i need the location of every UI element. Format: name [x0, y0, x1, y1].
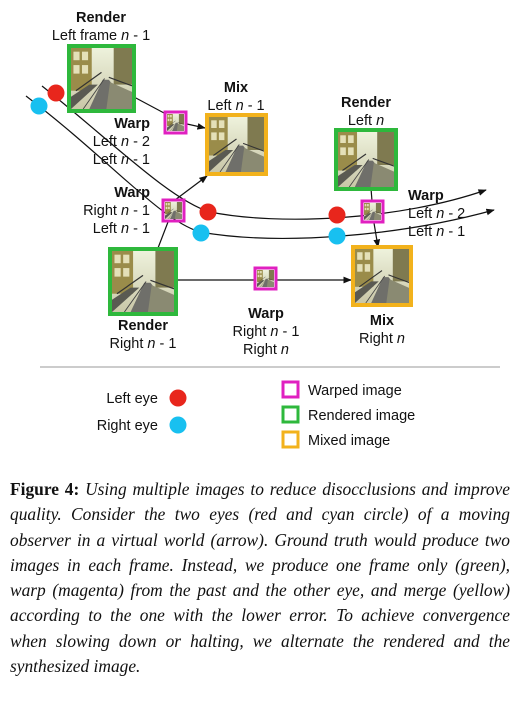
- mix-left-prev-label: Left n - 1: [207, 98, 264, 114]
- legend-right-eye-marker: [169, 416, 187, 434]
- warped-image-a: [163, 110, 188, 135]
- warp-c-label-2: Left n - 1: [408, 224, 465, 240]
- render-left-prev-title: Render: [76, 10, 126, 26]
- arrow-warp-a-to-mix: [186, 123, 206, 130]
- caption-label: Figure 4:: [10, 479, 80, 499]
- warped-image-d: [253, 266, 278, 291]
- warp-b-title: Warp: [114, 185, 150, 201]
- left-eye-marker-start: [47, 84, 65, 102]
- arrow-render-right-to-warp-b: [157, 221, 169, 249]
- right-eye-marker-end: [328, 227, 346, 245]
- caption-text: Using multiple images to reduce disocclu…: [10, 479, 510, 677]
- rendered-image-left-prev: [67, 44, 136, 113]
- render-right-prev-label: Right n - 1: [110, 336, 177, 352]
- warp-c-title: Warp: [408, 188, 444, 204]
- warp-d-label-1: Right n - 1: [233, 324, 300, 340]
- legend-rendered-label: Rendered image: [308, 408, 415, 424]
- rendered-image-left-cur: [334, 128, 398, 191]
- render-left-cur-label: Left n: [348, 113, 384, 129]
- legend-left-eye-label: Left eye: [106, 391, 158, 407]
- warp-c-label-1: Left n - 2: [408, 206, 465, 222]
- warp-d-label-2: Right n: [243, 342, 289, 358]
- arrow-warp-b-to-mix: [174, 175, 208, 201]
- arrow-render-to-warp-a: [133, 96, 165, 114]
- mix-right-cur-label: Right n: [359, 331, 405, 347]
- mixed-image-left-prev: [205, 113, 268, 176]
- warp-a-label-1: Left n - 2: [93, 134, 150, 150]
- figure-caption: Figure 4: Using multiple images to reduc…: [10, 477, 510, 679]
- render-left-cur-title: Render: [341, 95, 391, 111]
- right-eye-marker-start: [30, 97, 48, 115]
- warp-a-label-2: Left n - 1: [93, 152, 150, 168]
- mix-left-prev-title: Mix: [224, 80, 248, 96]
- diagram: Render Left frame n - 1 Mix Left n - 1 R…: [25, 10, 500, 449]
- arrow-warp-c-to-mix: [373, 222, 381, 248]
- warp-b-label-1: Right n - 1: [83, 203, 150, 219]
- legend-warped-swatch: [281, 380, 300, 399]
- warped-image-c: [360, 199, 385, 224]
- warped-image-b: [161, 198, 186, 223]
- legend-left-eye-marker: [169, 389, 187, 407]
- legend-mixed-label: Mixed image: [308, 433, 390, 449]
- render-right-prev-title: Render: [118, 318, 168, 334]
- rendered-image-right-prev: [108, 247, 178, 316]
- legend-mixed-swatch: [281, 430, 300, 449]
- right-eye-marker-mid: [192, 224, 210, 242]
- legend-warped-label: Warped image: [308, 383, 402, 399]
- warp-d-title: Warp: [248, 306, 284, 322]
- legend: Left eye Right eye Warped image Rendered…: [97, 380, 415, 449]
- warp-b-label-2: Left n - 1: [93, 221, 150, 237]
- left-eye-marker-mid: [199, 203, 217, 221]
- legend-rendered-swatch: [281, 405, 300, 424]
- warp-a-title: Warp: [114, 116, 150, 132]
- mix-right-cur-title: Mix: [370, 313, 394, 329]
- legend-right-eye-label: Right eye: [97, 418, 158, 434]
- render-left-prev-label: Left frame n - 1: [52, 28, 150, 44]
- left-eye-marker-end: [328, 206, 346, 224]
- mixed-image-right-cur: [351, 245, 413, 307]
